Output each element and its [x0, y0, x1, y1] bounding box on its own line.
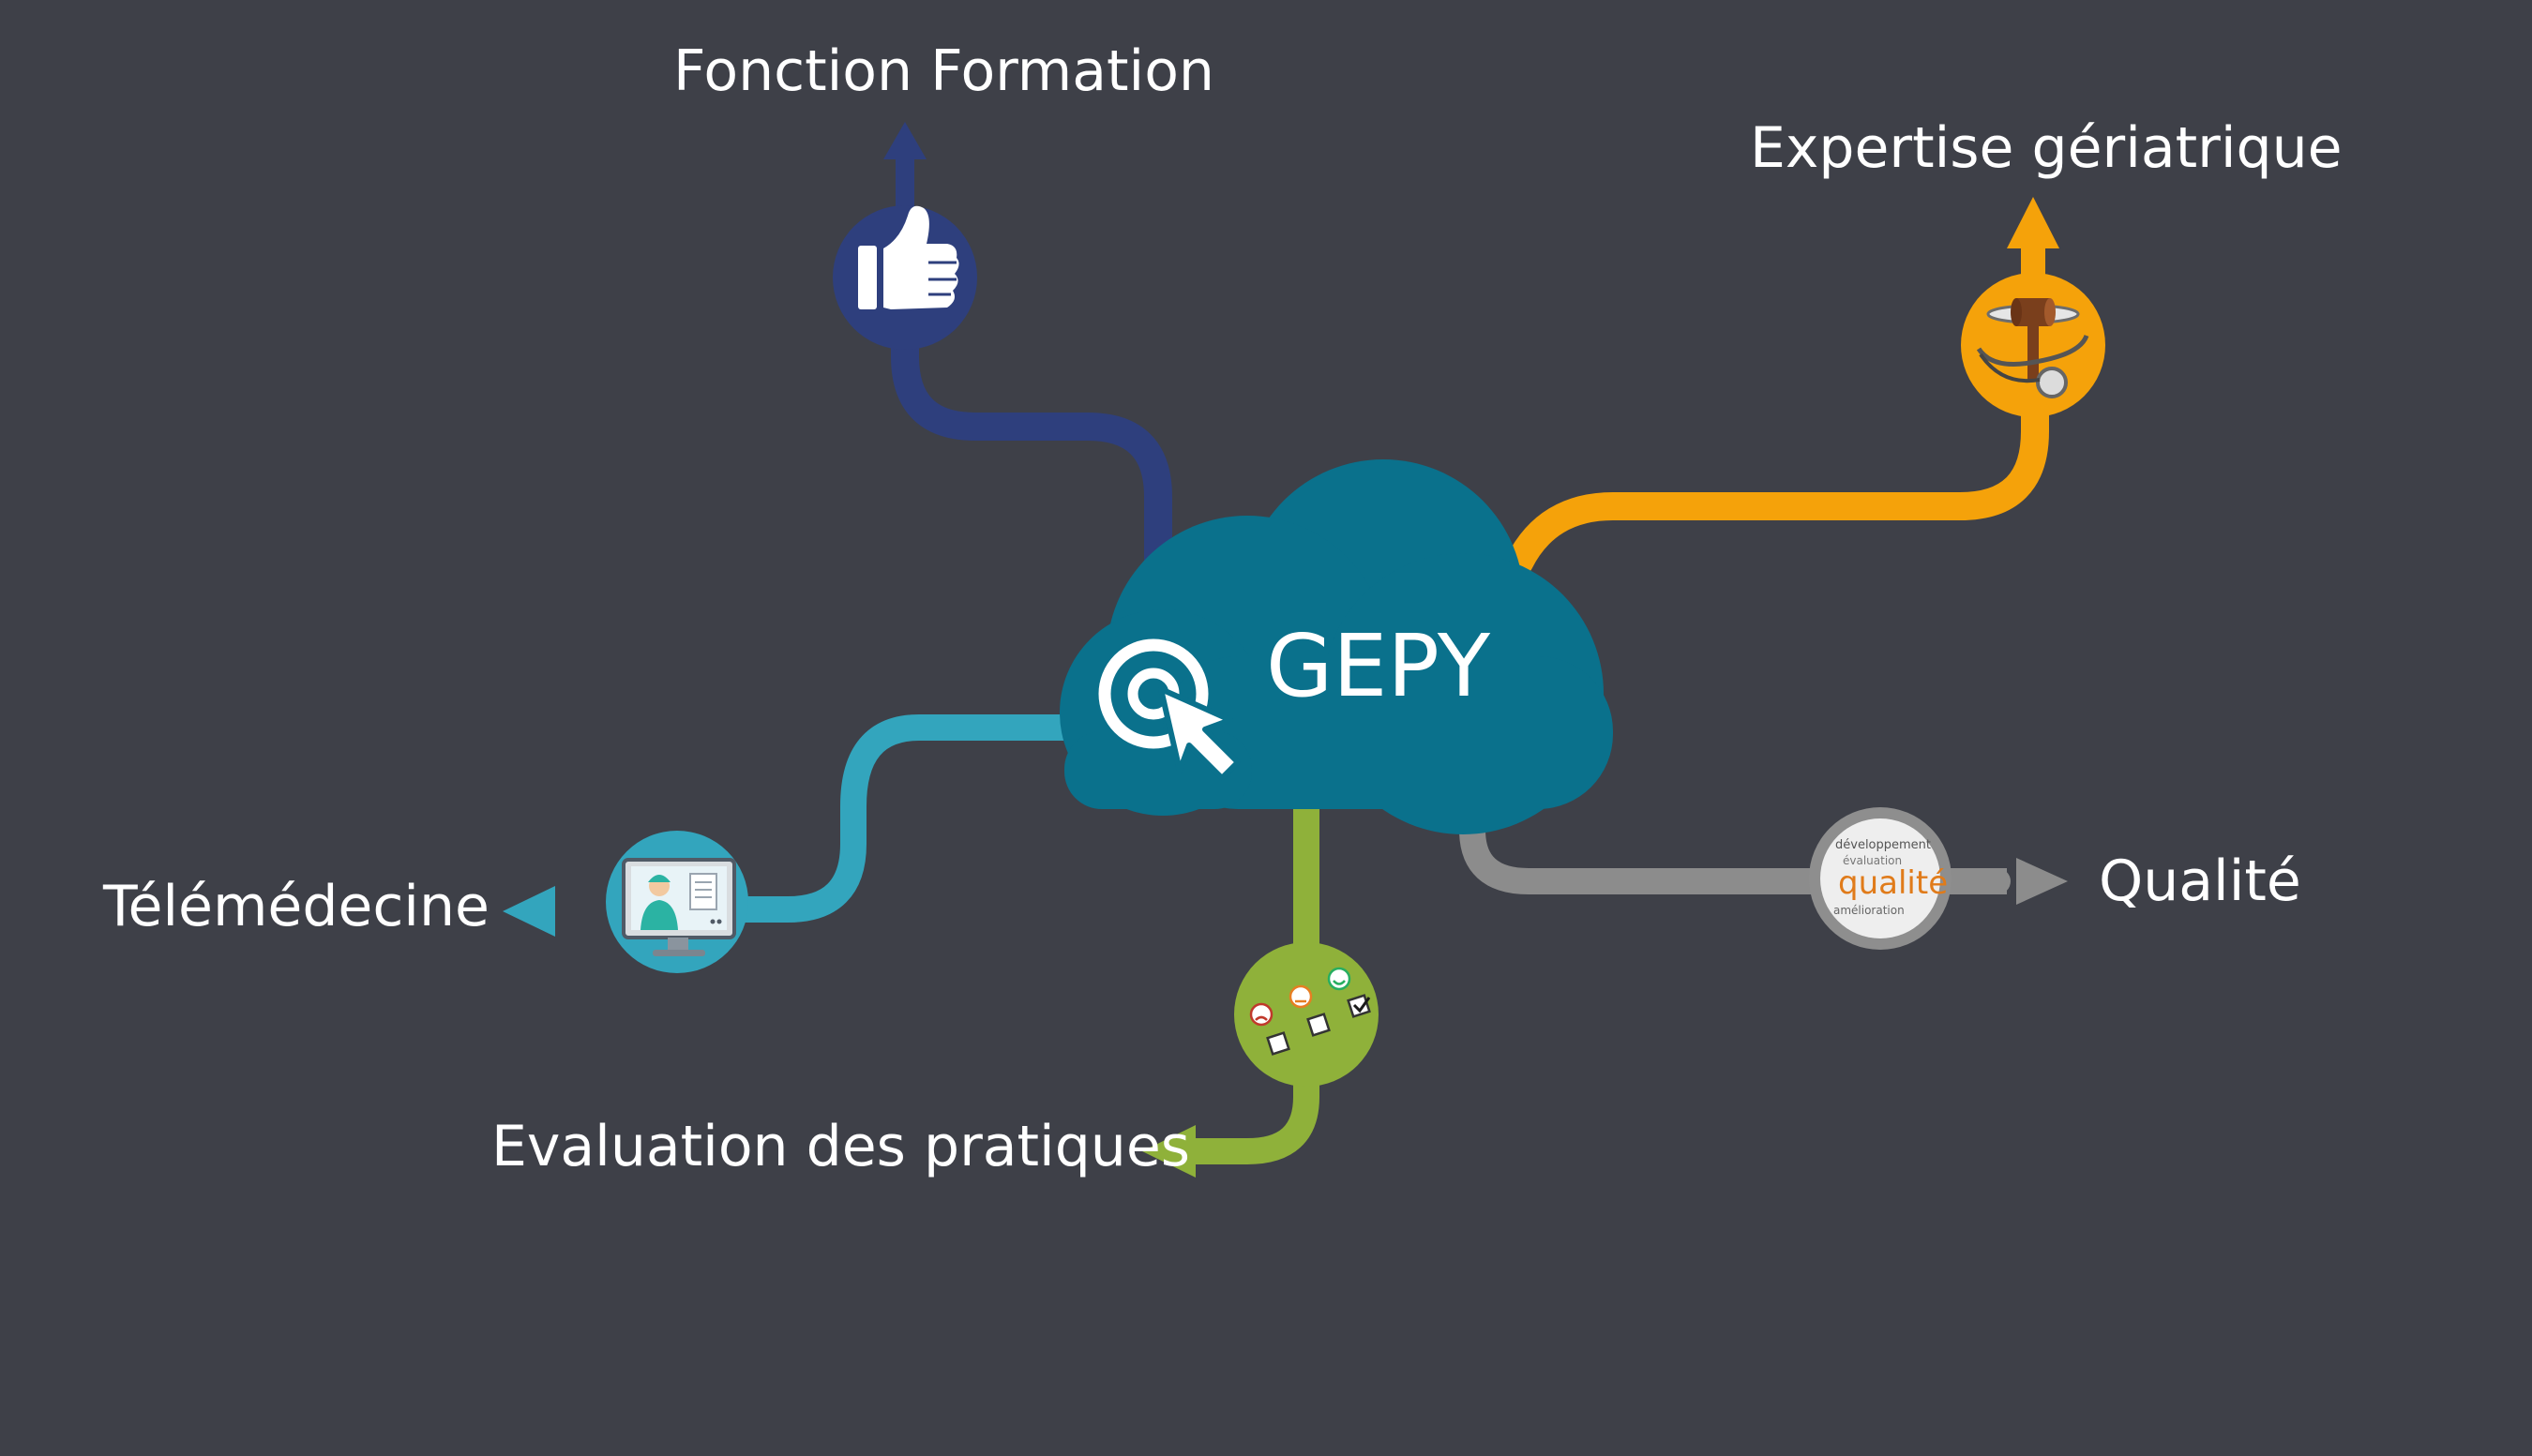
qualite-arrow [2016, 858, 2068, 905]
label-expertise[interactable]: Expertise gériatrique [1750, 115, 2343, 181]
label-telemedecine[interactable]: Télémédecine [103, 874, 490, 939]
word-evaluation: évaluation [1843, 854, 1902, 867]
expertise-arrow [2007, 197, 2059, 281]
formation-node[interactable] [833, 205, 977, 350]
evaluation-node[interactable] [1234, 942, 1379, 1087]
word-developpement: développement [1835, 838, 1931, 852]
qualite-node[interactable]: développement qualité amélioration évalu… [1809, 807, 1952, 950]
thumbs-up-icon [858, 205, 959, 309]
satisfaction-survey-icon [1249, 967, 1371, 1056]
expertise-connector [1505, 342, 2049, 577]
telemedecine-node[interactable] [606, 831, 748, 973]
gavel-stethoscope-icon [1976, 298, 2089, 398]
formation-arrow [883, 122, 927, 206]
formation-connector [891, 267, 1172, 614]
label-formation[interactable]: Fonction Formation [673, 38, 1214, 104]
target-cursor-icon [1098, 638, 1241, 781]
telemedecine-connector [643, 714, 1082, 923]
expertise-node[interactable] [1961, 273, 2105, 417]
label-qualite[interactable]: Qualité [2099, 848, 2301, 914]
doctor-monitor-icon [622, 858, 736, 956]
telemedecine-arrow [503, 886, 555, 937]
evaluation-arrow [1142, 1125, 1196, 1178]
word-amelioration: amélioration [1833, 904, 1905, 917]
quality-word-sphere-icon: développement qualité amélioration évalu… [1833, 838, 1948, 917]
label-evaluation[interactable]: Evaluation des pratiques [491, 1114, 1190, 1179]
word-qualite: qualité [1838, 864, 1948, 902]
evaluation-connector [1168, 793, 1319, 1164]
qualite-connector [1459, 793, 2011, 894]
center-title: GEPY [1266, 616, 1491, 716]
